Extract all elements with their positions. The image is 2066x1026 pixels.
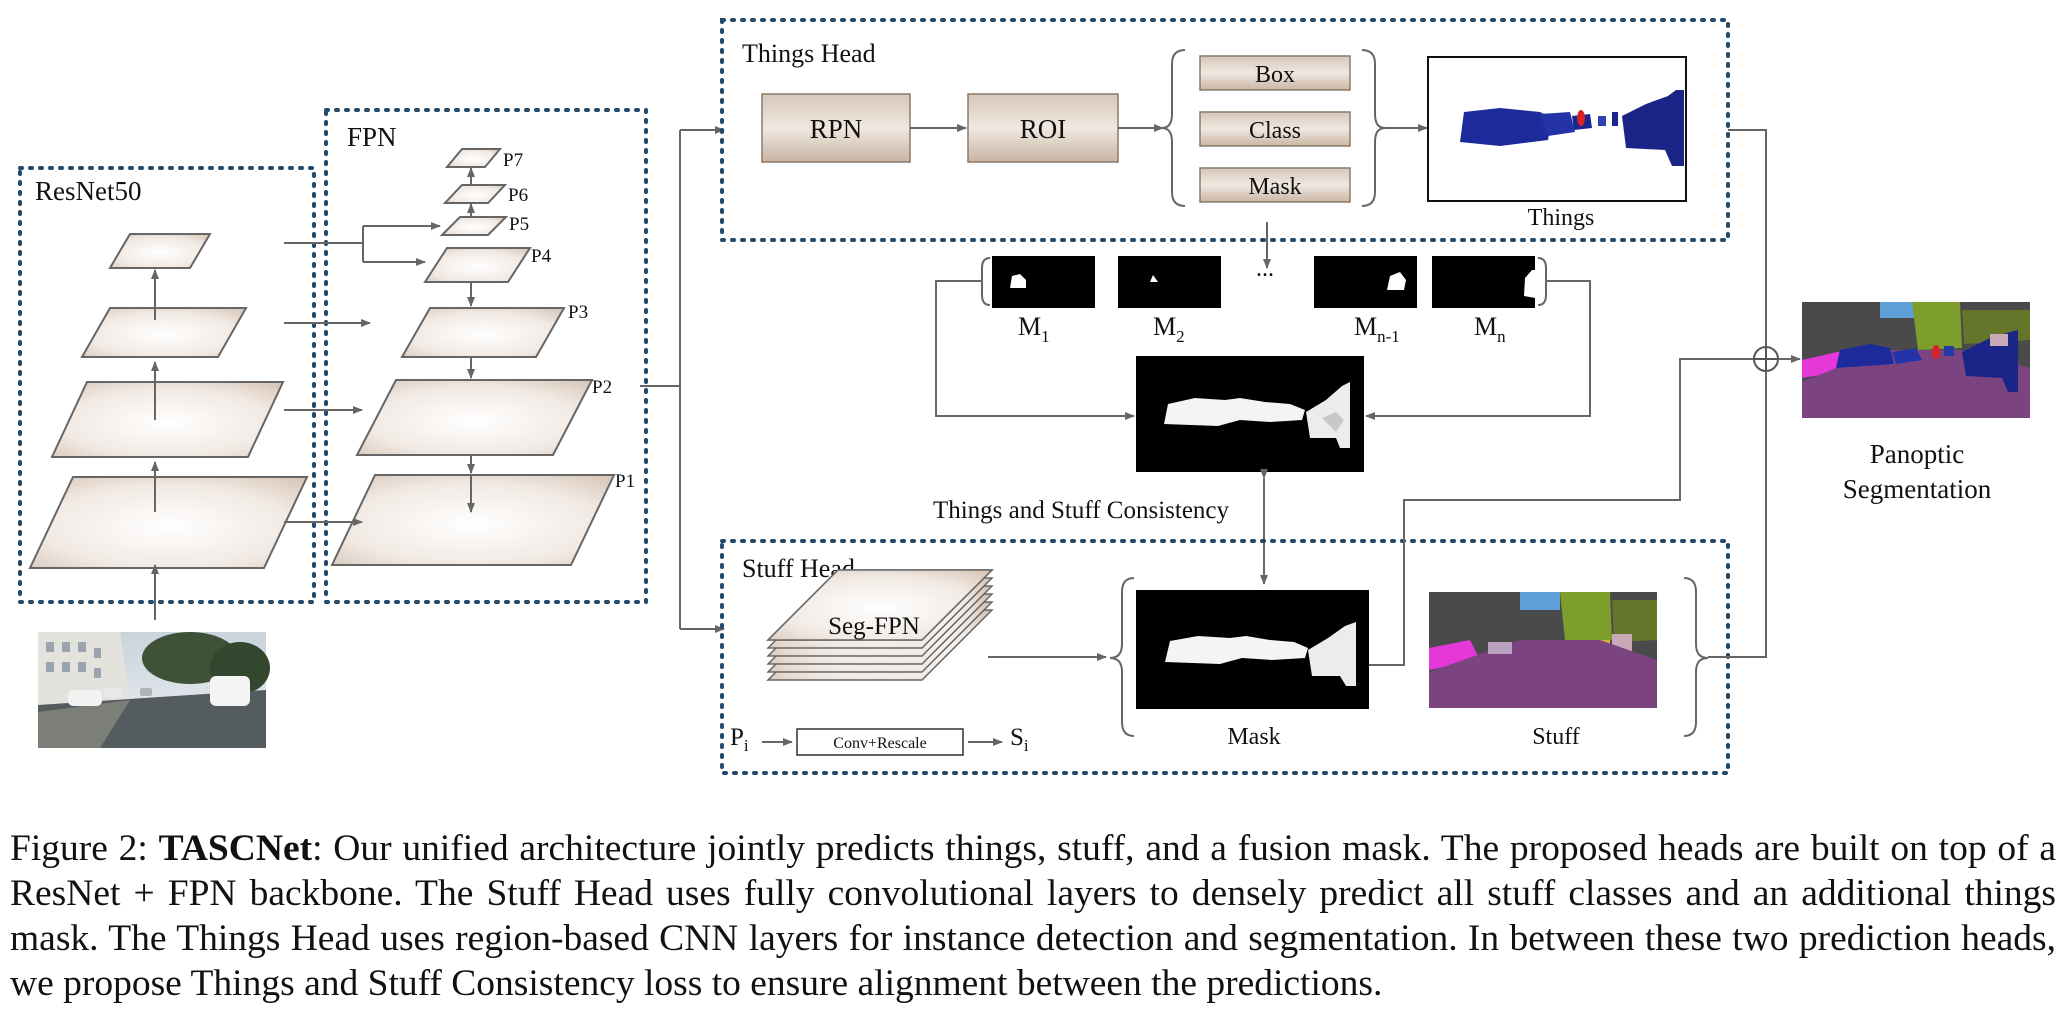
stuff-head-mask-label: Mask xyxy=(1227,724,1280,750)
fpn-p4 xyxy=(423,247,532,283)
panoptic-label-line1: Panoptic xyxy=(1870,439,1965,469)
resnet50-block: ResNet50 xyxy=(18,166,316,748)
seg-fpn-top-plane xyxy=(766,569,994,641)
fpn-block: FPN P7 P6 P5 P4 P3 P2 P1 xyxy=(324,108,648,604)
consistency-label: Things and Stuff Consistency xyxy=(933,497,1230,524)
mask-m1-thumb xyxy=(992,256,1095,308)
things-result-label: Things xyxy=(1528,205,1595,231)
tascnet-architecture-diagram: ResNet50 FPN xyxy=(18,18,2030,775)
si-label: Si xyxy=(1010,724,1029,755)
seg-fpn-label: Seg-FPN xyxy=(828,613,920,640)
stuff-result-label: Stuff xyxy=(1532,724,1580,750)
panoptic-output-image xyxy=(1802,302,2030,418)
mask-output xyxy=(1199,167,1351,203)
class-output xyxy=(1199,111,1351,147)
class-output-label: Class xyxy=(1249,118,1301,144)
conv-rescale-label: Conv+Rescale xyxy=(833,735,926,752)
panoptic-label-line2: Segmentation xyxy=(1843,474,1992,504)
instance-masks-row: ... M1 M2 Mn-1 Mn xyxy=(981,222,1547,346)
resnet-title: ResNet50 xyxy=(35,176,141,206)
mask-m2-thumb xyxy=(1118,256,1221,308)
mask-ellipsis: ... xyxy=(1256,256,1274,282)
box-output xyxy=(1199,55,1351,91)
box-output-label: Box xyxy=(1255,62,1295,88)
fpn-p5 xyxy=(439,216,509,236)
fpn-label-p7: P7 xyxy=(503,150,523,171)
resnet-stage-1 xyxy=(28,476,309,569)
fpn-label-p6: P6 xyxy=(508,185,528,206)
fpn-p7 xyxy=(444,148,503,168)
fpn-label-p2: P2 xyxy=(592,377,612,398)
figure-caption: Figure 2: TASCNet: Our unified architect… xyxy=(10,826,2056,1006)
resnet-stage-2 xyxy=(50,381,285,458)
mask-label-mn1: Mn-1 xyxy=(1354,312,1400,346)
roi-box xyxy=(967,93,1119,163)
fpn-label-p4: P4 xyxy=(531,246,552,267)
fpn-to-heads-connector xyxy=(640,126,725,633)
stuff-head-things-mask xyxy=(1136,590,1369,709)
roi-label: ROI xyxy=(1020,114,1067,144)
mask-label-m2: M2 xyxy=(1153,312,1185,346)
conv-rescale-box xyxy=(796,728,964,756)
caption-body: : Our unified architecture jointly predi… xyxy=(10,828,2056,1004)
stuff-prediction-image xyxy=(1429,592,1657,708)
caption-prefix: Figure 2: xyxy=(10,828,159,869)
fpn-label-p5: P5 xyxy=(509,214,529,235)
fpn-p1 xyxy=(330,474,616,566)
caption-title: TASCNet xyxy=(158,828,313,869)
mask-label-m1: M1 xyxy=(1018,312,1050,346)
fpn-label-p3: P3 xyxy=(568,302,588,323)
resnet-stage-3 xyxy=(80,307,248,358)
things-head-block: Things Head RPN ROI Box Class Mask xyxy=(720,18,1730,242)
fpn-p3 xyxy=(400,307,566,358)
fusion-oplus-icon xyxy=(1753,346,1779,372)
stuff-head-block: Stuff Head Seg-FPN Pi Conv+Rescale Si xyxy=(720,539,1730,775)
fpn-title: FPN xyxy=(347,122,397,152)
mask-mn-thumb xyxy=(1432,256,1535,308)
mask-label-mn: Mn xyxy=(1474,312,1506,346)
fpn-label-p1: P1 xyxy=(615,471,635,492)
things-head-title: Things Head xyxy=(742,39,876,68)
pi-label: Pi xyxy=(730,724,749,755)
masks-to-merged-connectors xyxy=(935,280,1591,420)
things-prediction-image xyxy=(1427,56,1687,202)
fpn-p6 xyxy=(442,184,508,204)
merged-things-mask xyxy=(1136,356,1364,472)
rpn-label: RPN xyxy=(810,114,863,144)
mask-output-label: Mask xyxy=(1248,174,1301,200)
input-street-image xyxy=(38,632,270,748)
lateral-connections xyxy=(284,222,441,526)
resnet-stage-4 xyxy=(108,233,212,269)
mask-mn1-thumb xyxy=(1314,256,1417,308)
fpn-p2 xyxy=(355,379,594,456)
fusion-connectors xyxy=(1369,129,1801,666)
rpn-box xyxy=(761,93,911,163)
